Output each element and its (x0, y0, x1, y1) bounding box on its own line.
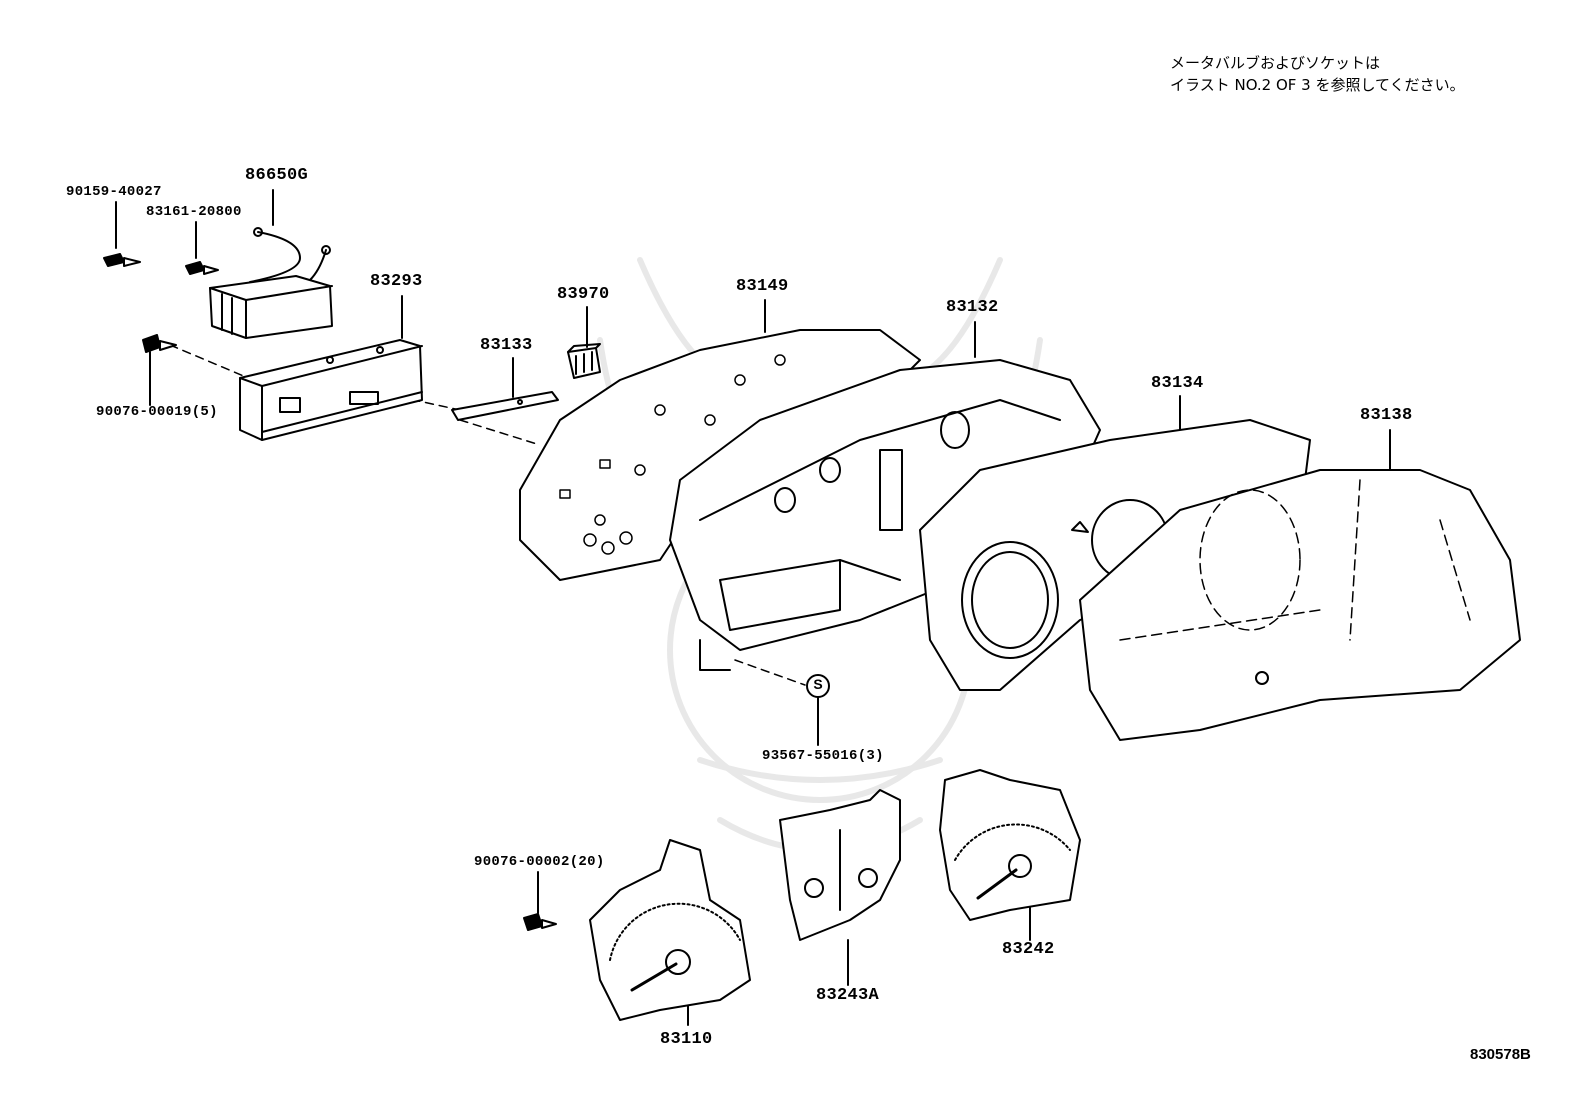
label-83970[interactable]: 83970 (557, 285, 610, 304)
label-83132[interactable]: 83132 (946, 298, 999, 317)
label-86650G[interactable]: 86650G (245, 166, 309, 185)
screw-83161 (185, 261, 219, 275)
part-83138 (1079, 469, 1521, 741)
label-90076-00019[interactable]: 90076-00019(5) (96, 404, 218, 420)
label-83242[interactable]: 83242 (1002, 940, 1055, 959)
part-83133 (451, 391, 559, 421)
label-83134[interactable]: 83134 (1151, 374, 1204, 393)
label-90076-00002[interactable]: 90076-00002(20) (474, 854, 605, 870)
diagram-code: 830578B (1470, 1046, 1531, 1063)
s-mark-circle (806, 674, 830, 698)
note-line-2: イラスト NO.2 OF 3 を参照してください。 (1170, 76, 1465, 94)
label-83243A[interactable]: 83243A (816, 986, 880, 1005)
label-83149[interactable]: 83149 (736, 277, 789, 296)
s-mark: S (813, 676, 823, 692)
part-83110 (589, 839, 751, 1021)
label-93567-55016[interactable]: 93567-55016(3) (762, 748, 884, 764)
label-90159-40027[interactable]: 90159-40027 (66, 184, 162, 200)
part-83242 (939, 769, 1081, 921)
label-83133[interactable]: 83133 (480, 336, 533, 355)
reference-note: メータバルブおよびソケットは イラスト NO.2 OF 3 を参照してください。 (1170, 52, 1465, 96)
note-line-1: メータバルブおよびソケットは (1170, 54, 1381, 72)
label-83293[interactable]: 83293 (370, 272, 423, 291)
label-83110[interactable]: 83110 (660, 1030, 713, 1049)
screw-90076-19 (142, 334, 177, 353)
leader-lines (115, 189, 1391, 1026)
screw-90076-02 (523, 913, 557, 931)
screw-90159 (103, 253, 141, 267)
part-83243A (779, 789, 901, 941)
part-83970 (567, 343, 601, 379)
part-86650G (209, 227, 333, 339)
part-83293 (239, 339, 423, 441)
label-83138[interactable]: 83138 (1360, 406, 1413, 425)
label-83161-20800[interactable]: 83161-20800 (146, 204, 242, 220)
